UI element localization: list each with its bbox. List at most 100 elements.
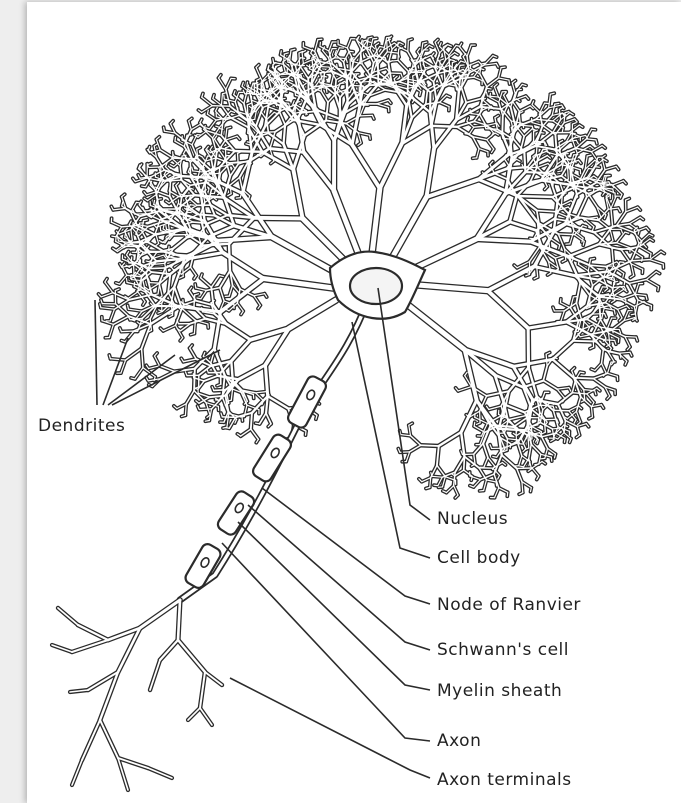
dendrite-branch-core xyxy=(334,73,338,74)
dendrite-branch-core xyxy=(142,186,146,187)
dendrite-branch-core xyxy=(144,210,154,211)
dendrite-branch-core xyxy=(573,341,595,342)
dendrite-branch-core xyxy=(126,278,127,282)
dendrite-branch-core xyxy=(510,444,511,448)
dendrite-branch-core xyxy=(238,153,239,164)
dendrite-branch-core xyxy=(518,196,552,197)
dendrite-branch-core xyxy=(544,420,545,432)
dendrite-branch-core xyxy=(392,197,426,258)
dendrite-branch-core xyxy=(587,155,591,156)
dendrite-branch-core xyxy=(185,404,186,415)
dendrite-branch-core xyxy=(449,55,450,72)
dendrite-branch-core xyxy=(194,369,195,391)
dendrite-branch-core xyxy=(387,41,388,52)
dendrite-branch-core xyxy=(197,298,201,299)
dendrite-branch-core xyxy=(360,104,364,105)
dendrite-branch-core xyxy=(537,211,555,212)
dendrite-branch-core xyxy=(650,253,651,257)
dendrite-branch-core xyxy=(281,51,282,55)
dendrite-branch-core xyxy=(280,74,294,75)
dendrite-branch-core xyxy=(528,436,529,448)
dendrite-branch-core xyxy=(150,283,160,284)
dendrite-branch-core xyxy=(593,188,594,192)
dendrite-branch-core xyxy=(534,266,575,275)
dendrite-branch-core xyxy=(487,140,494,149)
dendrite-branch-core xyxy=(562,128,563,132)
dendrite-branch-core xyxy=(408,305,465,350)
dendrite-branch-core xyxy=(199,409,211,410)
dendrite-branch-core xyxy=(143,220,147,221)
dendrite-branch-core xyxy=(426,179,478,197)
dendrite-branch-core xyxy=(166,226,167,230)
dendrite-branch-core xyxy=(154,294,158,295)
dendrite-branch-core xyxy=(247,82,248,86)
dendrite-branch-core xyxy=(625,337,636,338)
dendrite-branch-core xyxy=(126,348,142,360)
dendrite-branch-core xyxy=(646,280,658,287)
dendrite-branch-core xyxy=(493,456,497,457)
dendrite-branch-core xyxy=(187,135,191,136)
dendrite-branch-core xyxy=(577,197,586,217)
dendrite-branch-core xyxy=(585,317,589,318)
dendrite-branch-core xyxy=(593,379,605,387)
dendrite-branch-core xyxy=(570,167,571,183)
dendrite-branch-core xyxy=(352,145,380,189)
dendrite-branch-core xyxy=(337,64,338,68)
dendrite-branch-core xyxy=(219,78,226,89)
dendrite-branch-core xyxy=(334,191,360,258)
dendrite-branch-core xyxy=(105,282,113,293)
dendrite-branch-core xyxy=(273,59,274,63)
dendrite-branch-core xyxy=(571,133,575,134)
dendrite-branch-core xyxy=(573,186,574,190)
dendrite-branch-core xyxy=(380,47,384,48)
dendrite-branch-core xyxy=(558,234,574,235)
dendrite-branch-core xyxy=(464,457,465,471)
dendrite-branch-core xyxy=(421,445,439,446)
dendrite-branch-core xyxy=(474,422,475,426)
dendrite-branch-core xyxy=(135,368,143,379)
dendrite-branch-core xyxy=(482,104,486,105)
dendrite-branch-core xyxy=(154,200,155,204)
dendrite-branch-core xyxy=(509,80,510,84)
dendrite-branch-core xyxy=(202,97,213,105)
dendrite-branch-core xyxy=(578,260,579,264)
dendrite-branch-core xyxy=(465,134,469,135)
dendrite-branch-core xyxy=(410,436,420,445)
dendrite-branch-core xyxy=(205,421,209,422)
dendrite-branch-core xyxy=(487,88,491,89)
dendrite-branch-core xyxy=(304,152,334,191)
dendrite-branch-core xyxy=(121,331,134,332)
dendrite-branch-core xyxy=(150,268,165,269)
dendrite-branch-core xyxy=(553,341,573,360)
dendrite-branch-core xyxy=(543,381,557,390)
dendrite-branch-core xyxy=(407,71,408,93)
dendrite-branch-core xyxy=(481,63,485,64)
dendrite-branch-core xyxy=(572,170,573,174)
dendrite-branch-core xyxy=(432,476,442,477)
dendrite-branch-core xyxy=(452,63,453,75)
dendrite-branch-core xyxy=(558,171,562,172)
dendrite-branch-core xyxy=(555,103,559,104)
dendrite-branch-core xyxy=(439,432,461,446)
dendrite-branch-core xyxy=(398,60,409,71)
dendrite-branch-core xyxy=(164,127,165,131)
dendrite-branch-core xyxy=(624,281,625,285)
dendrite-branch-core xyxy=(370,135,371,139)
dendrite-branch-core xyxy=(476,239,529,242)
dendrite-branch-core xyxy=(220,271,230,288)
dendrite-branch-core xyxy=(531,488,532,492)
dendrite-branch-core xyxy=(373,38,377,39)
dendrite-branch-core xyxy=(141,281,142,290)
dendrite-branch-core xyxy=(319,79,320,83)
dendrite-branch-core xyxy=(235,151,262,152)
dendrite-branch-core xyxy=(398,49,399,60)
dendrite-branch-core xyxy=(175,176,191,177)
dendrite-branch-core xyxy=(658,287,659,291)
dendrite-branch-core xyxy=(183,267,184,277)
dendrite-branch-core xyxy=(565,438,566,442)
dendrite-branch-core xyxy=(125,233,126,237)
dendrite-branch-core xyxy=(195,284,196,288)
dendrite-branch-core xyxy=(408,40,409,51)
dendrite-branch-core xyxy=(381,79,382,83)
